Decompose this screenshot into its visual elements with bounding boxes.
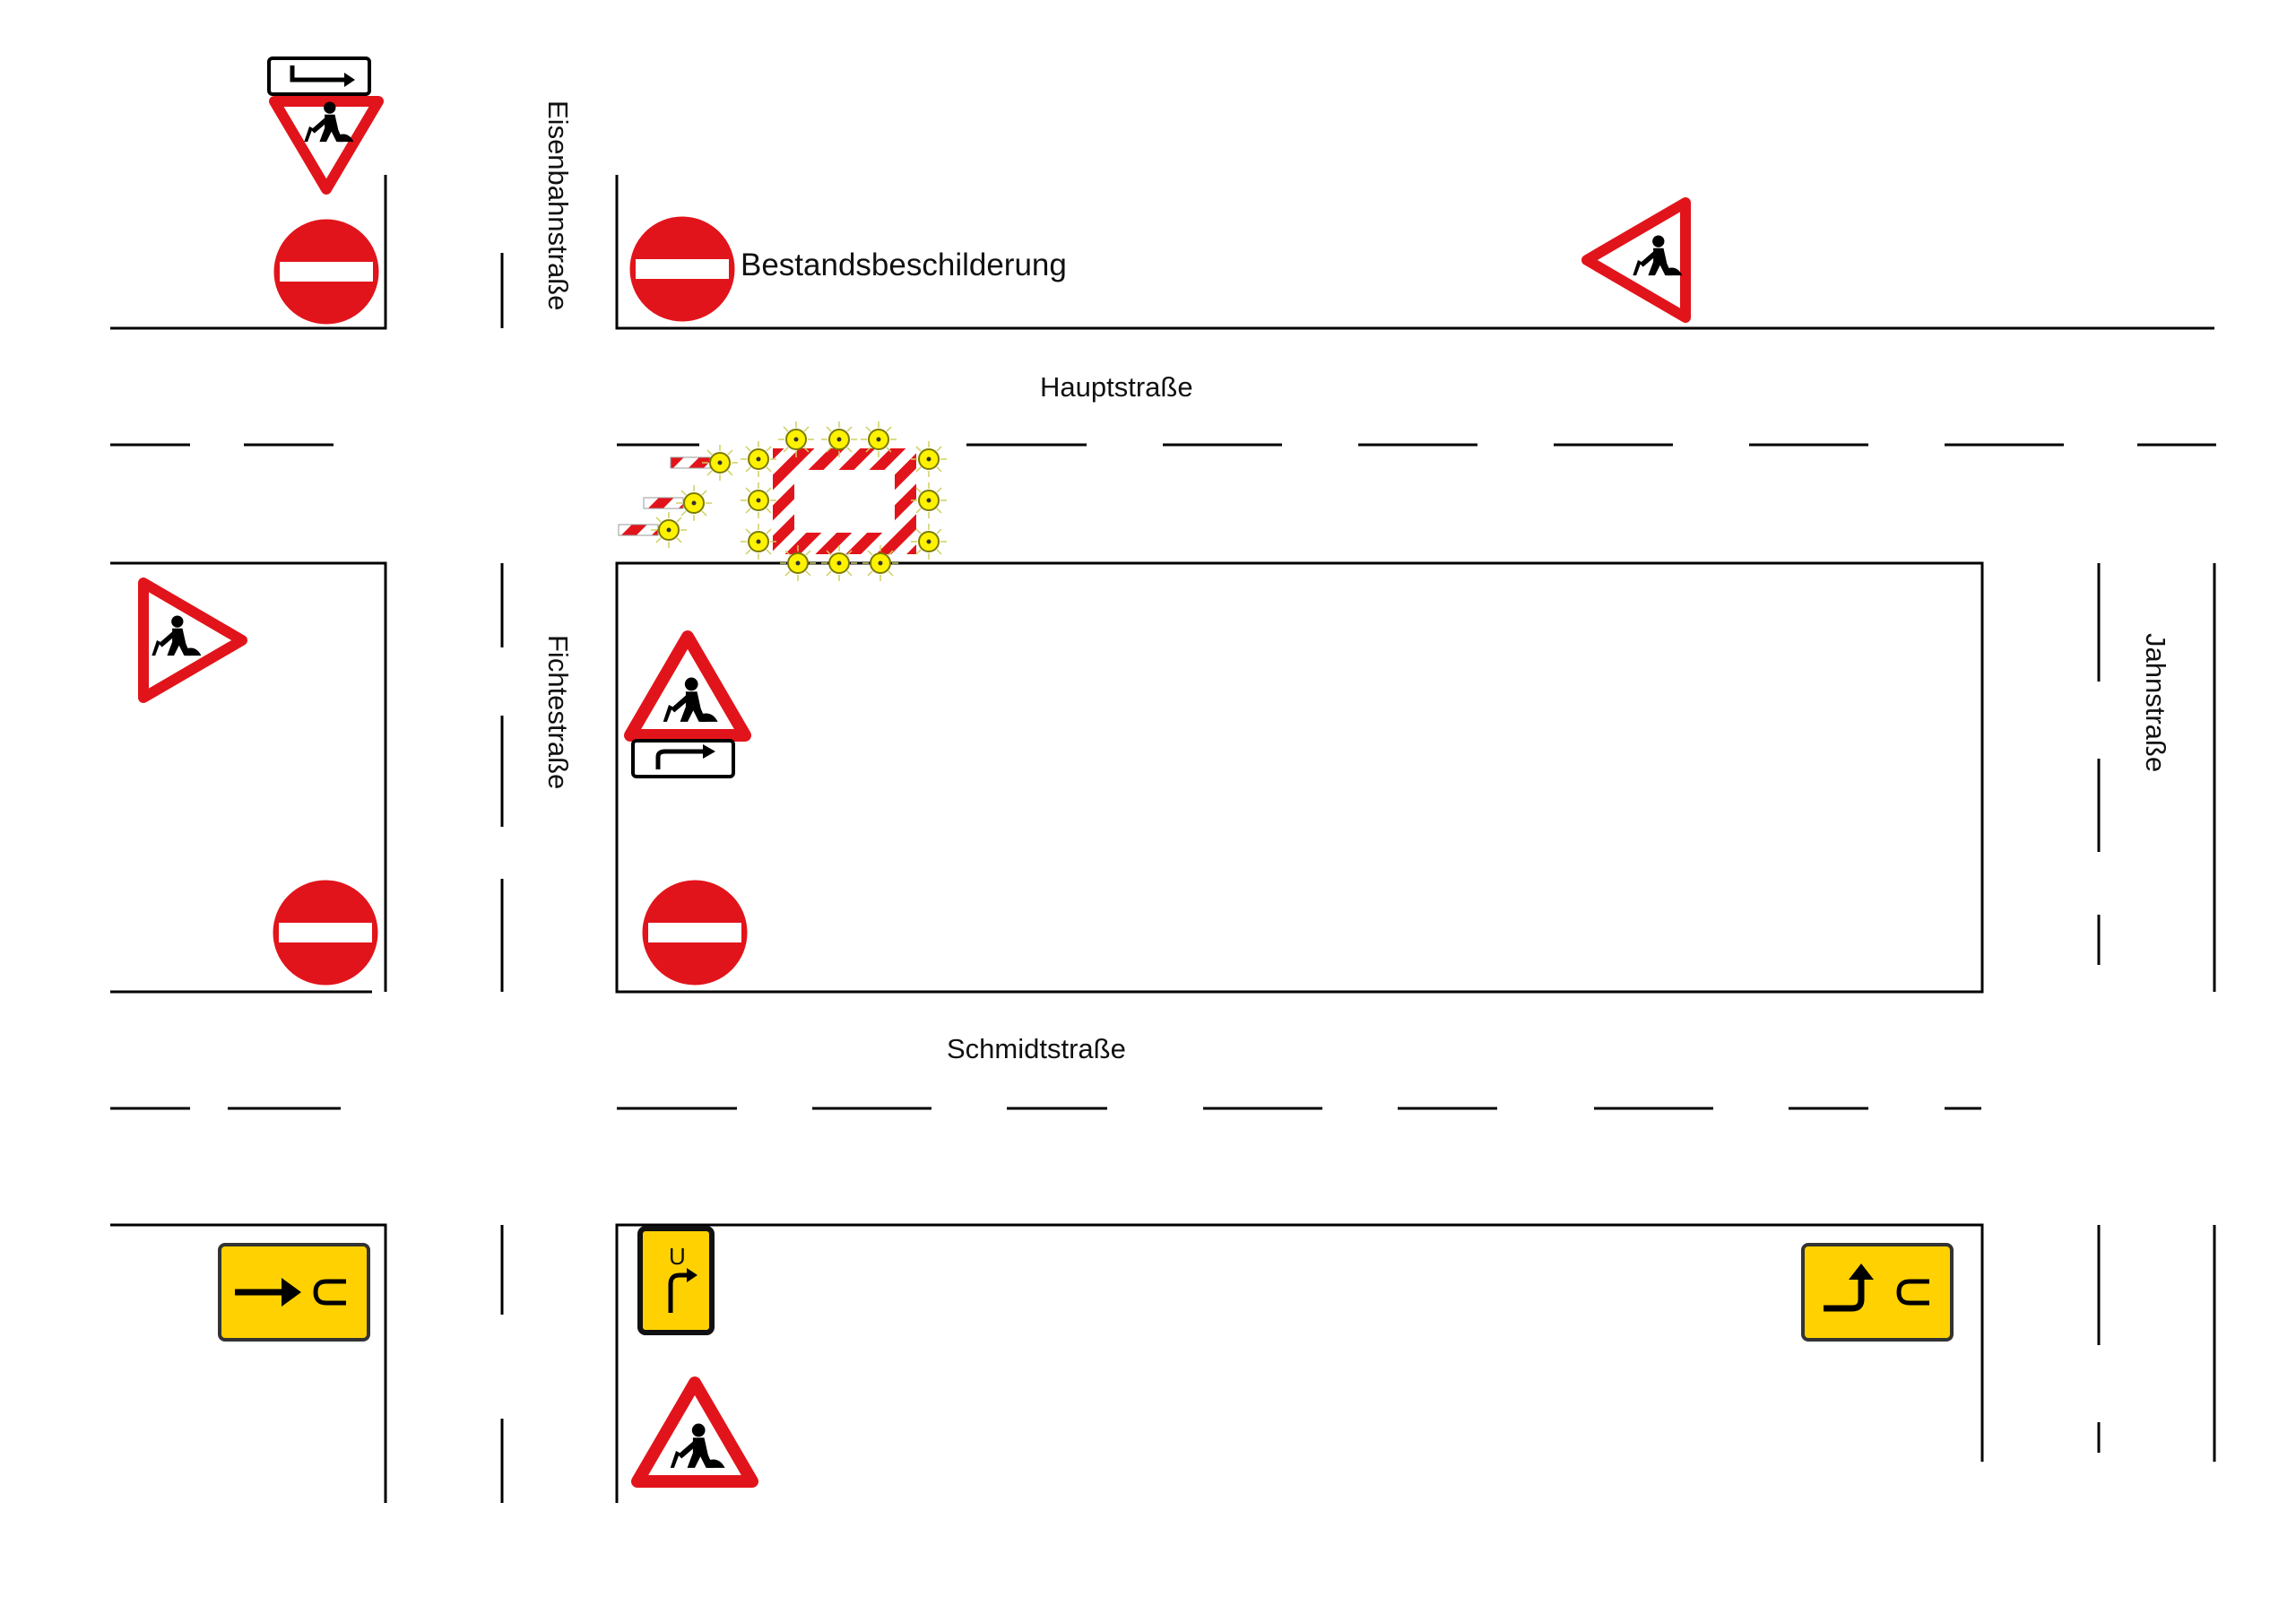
street-label-hauptstrasse: Hauptstraße <box>1040 371 1193 403</box>
no-entry-sign-icon <box>639 877 750 988</box>
roadworks-warning-sign-icon <box>637 1383 752 1481</box>
road-edges <box>110 175 2216 1503</box>
turn-arrow-plate-icon <box>631 739 735 778</box>
street-label-fichtestrasse: Fichtestraße <box>542 635 574 790</box>
barrier-with-warning-lights-icon <box>618 421 948 582</box>
roadworks-warning-sign-icon <box>630 637 745 735</box>
roadworks-yield-sign-icon <box>269 96 384 195</box>
detour-sign-icon <box>218 1243 370 1342</box>
street-label-schmidtstrasse: Schmidtstraße <box>947 1033 1126 1064</box>
street-label-eisenbahnstrasse: Eisenbahnstraße <box>542 100 574 311</box>
no-entry-sign-icon <box>627 213 738 325</box>
roadworks-warning-sign-icon <box>1581 197 1691 323</box>
no-entry-sign-icon <box>270 877 381 988</box>
detour-sign-letter: U <box>669 1243 686 1270</box>
no-entry-sign-icon <box>271 216 382 327</box>
detour-sign-icon <box>1801 1243 1954 1342</box>
existing-signage-label: Bestandsbeschilderung <box>741 248 1067 282</box>
lane-markings <box>110 253 2216 1503</box>
turn-arrow-plate-icon <box>267 56 371 96</box>
roadworks-warning-sign-icon <box>138 578 247 703</box>
street-label-jahnstrasse: Jahnstraße <box>2140 633 2171 773</box>
detour-sign-icon <box>637 1226 715 1335</box>
